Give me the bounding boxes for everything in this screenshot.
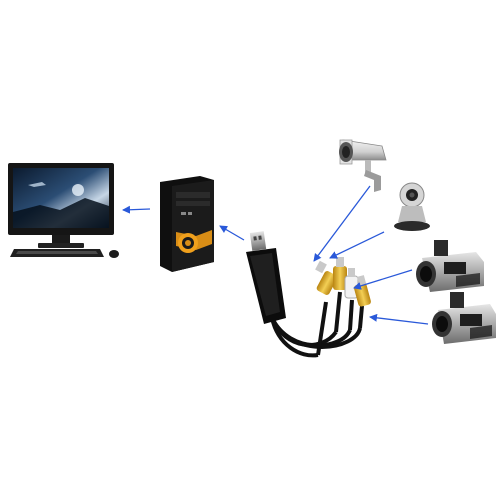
usb-capture-adapter-icon bbox=[246, 231, 371, 358]
rca-connector-2 bbox=[333, 257, 347, 290]
rca-connector-1 bbox=[315, 260, 338, 295]
pc-tower-icon bbox=[160, 176, 214, 272]
connection-arrows bbox=[122, 185, 429, 325]
camcorder-icon-1 bbox=[416, 240, 484, 292]
arrow-camcorder1-to-adapter bbox=[353, 269, 413, 290]
monitor-icon bbox=[8, 163, 114, 248]
webcam-icon bbox=[394, 182, 430, 231]
arrow-webcam-to-adapter bbox=[329, 231, 385, 259]
arrow-camcorder2-to-adapter bbox=[369, 313, 429, 325]
mouse-icon bbox=[109, 250, 119, 258]
camcorder-icon-2 bbox=[432, 292, 496, 344]
arrow-adapter-to-pc bbox=[219, 225, 245, 241]
arrow-pc-to-monitor bbox=[122, 205, 151, 214]
arrow-cctv-to-adapter bbox=[313, 185, 371, 262]
keyboard-icon bbox=[10, 249, 104, 257]
cctv-camera-icon bbox=[339, 139, 387, 192]
